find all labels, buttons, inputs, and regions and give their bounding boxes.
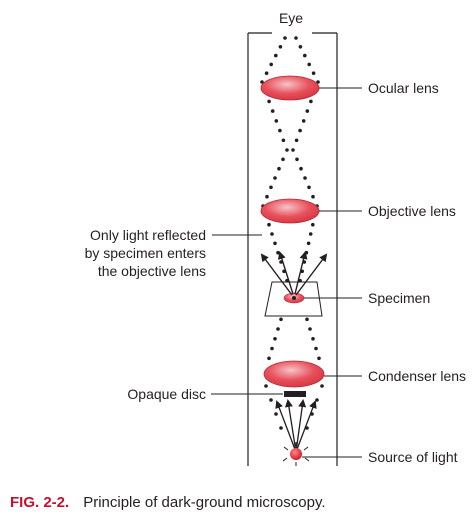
ray-dot <box>270 346 274 351</box>
ray-dot <box>279 317 283 322</box>
ray-dot <box>311 71 316 75</box>
ray-dot <box>278 128 282 133</box>
figure-number: FIG. 2-2. <box>10 494 70 511</box>
ray-dot <box>273 241 277 246</box>
ray-dot <box>303 176 307 180</box>
objective-lens-label: Objective lens <box>368 203 456 219</box>
ray-dot <box>298 45 303 49</box>
ray-dot <box>274 119 279 123</box>
light-source <box>282 442 310 466</box>
caption-text: Principle of dark-ground microscopy. <box>83 494 326 511</box>
reflected-note-line-3: the objective lens <box>98 263 206 279</box>
ray-dot <box>295 157 299 162</box>
ray-dot <box>269 398 273 402</box>
opaque-disc-label: Opaque disc <box>127 386 206 402</box>
ray-dot <box>314 346 318 351</box>
ray-dot <box>264 71 269 75</box>
ray-dot <box>264 384 268 388</box>
ray-dot <box>277 166 281 171</box>
ray-dot <box>279 426 283 430</box>
specimen-label: Specimen <box>368 290 430 306</box>
ray-dot <box>283 36 287 40</box>
ray-dot <box>311 222 315 227</box>
figure-caption: FIG. 2-2. Principle of dark-ground micros… <box>10 494 326 516</box>
ray-dot <box>285 148 289 152</box>
ray-dot <box>260 80 264 84</box>
ray-dot <box>315 398 319 402</box>
ray-dot <box>311 337 315 341</box>
ray-dot <box>276 250 280 255</box>
reflected-note-line-2: by specimen enters <box>85 245 206 261</box>
ray-dot <box>270 109 275 113</box>
ray-dot <box>311 194 315 199</box>
source-light-arrows <box>275 399 317 453</box>
opaque-disc <box>284 391 306 397</box>
ray-dot <box>269 185 273 190</box>
leader-lines <box>211 87 362 458</box>
ray-dot <box>305 109 310 113</box>
ocular-lens <box>260 75 320 101</box>
ray-dot <box>273 176 277 180</box>
ray-dot <box>270 232 274 236</box>
ray-dot <box>303 53 307 58</box>
ray-dot <box>316 80 320 84</box>
ray-dot <box>265 194 269 199</box>
ray-dot <box>301 119 306 123</box>
ray-dot <box>276 327 280 331</box>
ray-dot <box>278 45 283 49</box>
source-of-light-label: Source of light <box>368 449 458 465</box>
ray-dot <box>267 99 271 104</box>
ray-dot <box>294 36 298 40</box>
ray-dot <box>307 62 312 67</box>
ray-dot <box>317 356 321 361</box>
reflected-light-arrows <box>260 251 328 296</box>
ray-dot <box>267 222 271 227</box>
ray-dot <box>274 53 278 58</box>
ray-dot <box>281 138 286 143</box>
light-ray-dots <box>260 36 324 430</box>
condenser-lens-label: Condenser lens <box>368 368 466 384</box>
objective-lens <box>260 198 320 224</box>
ray-dot <box>294 138 299 143</box>
ray-dot <box>274 412 278 416</box>
ray-dot <box>299 166 303 171</box>
ray-dot <box>273 337 277 341</box>
ray-dot <box>306 241 311 246</box>
ray-dot <box>281 157 285 162</box>
ray-dot <box>308 327 312 331</box>
condenser-lens <box>263 360 325 388</box>
ray-dot <box>267 356 271 361</box>
ray-dot <box>269 62 274 67</box>
light-source-bulb <box>290 448 302 460</box>
ray-dot <box>320 384 324 388</box>
ray-dot <box>298 128 302 133</box>
ray-dot <box>309 99 313 104</box>
ray-dot <box>305 317 309 322</box>
reflected-note-line-1: Only light reflected <box>90 227 206 243</box>
ray-dot <box>291 148 295 152</box>
eye-label: Eye <box>279 10 303 26</box>
specimen-slide <box>264 281 323 317</box>
ocular-lens-label: Ocular lens <box>368 80 439 96</box>
ray-dot <box>307 185 311 190</box>
ray-dot <box>308 232 313 236</box>
